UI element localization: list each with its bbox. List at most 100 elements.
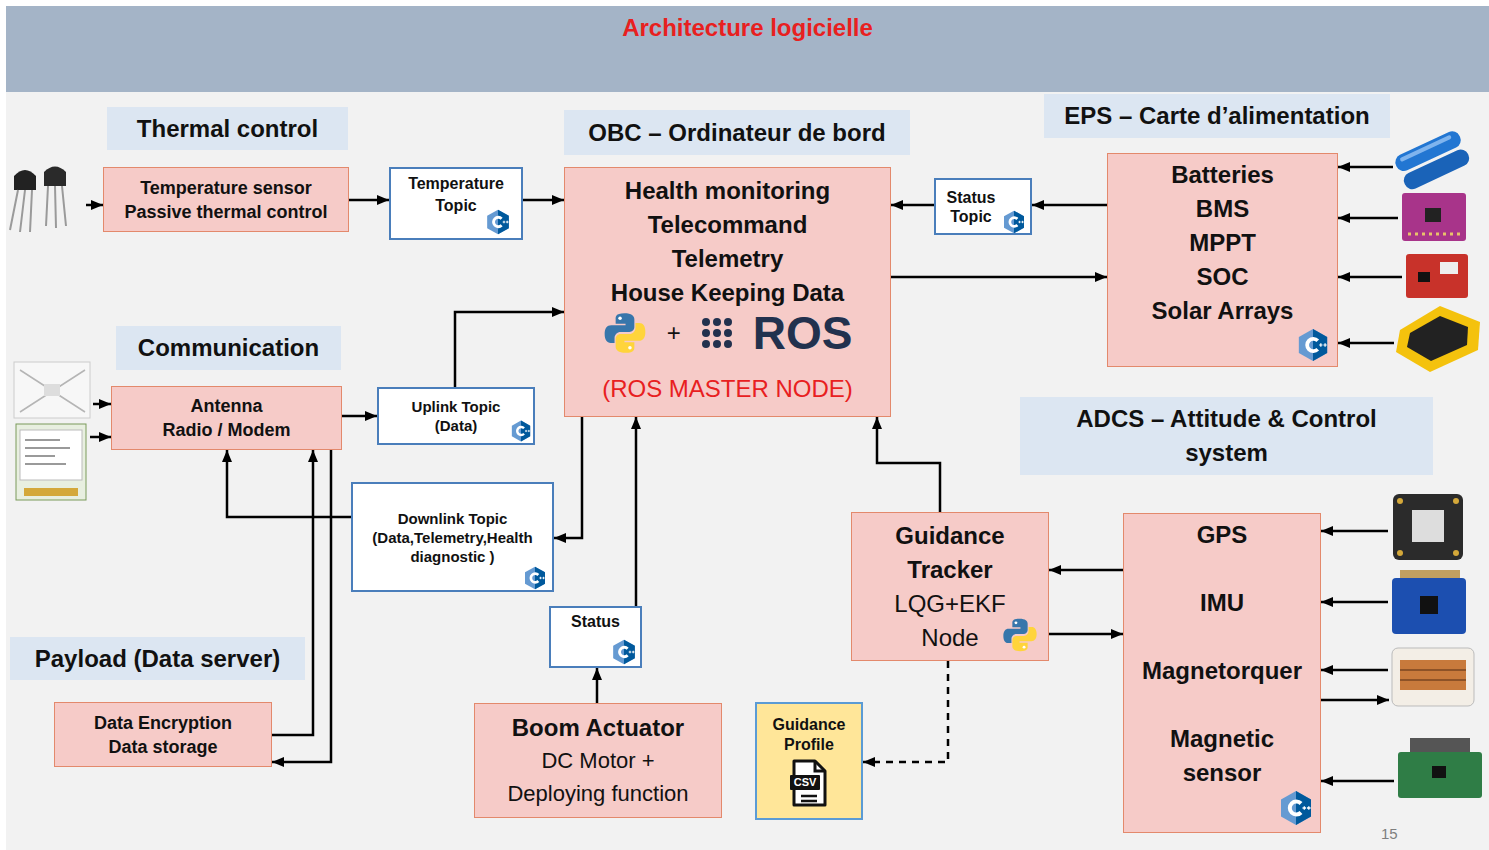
input-arrow	[1338, 342, 1394, 345]
bms-chip	[1425, 208, 1441, 222]
bms-board-photo	[1402, 193, 1466, 241]
node-content: Guidance ProfileCSV	[763, 715, 855, 807]
python-eye	[1023, 646, 1026, 649]
node-text: Status Topic	[942, 188, 1000, 226]
text-row: Data storage	[108, 735, 217, 759]
node-text: Data storage	[108, 735, 217, 759]
antenna-wires	[20, 370, 85, 412]
logo-shade	[1014, 211, 1024, 234]
logo-shade	[1296, 791, 1311, 825]
node-text: Health monitoring	[625, 174, 830, 208]
node-content: Communication	[138, 333, 319, 363]
text-row: IMU	[1200, 586, 1244, 620]
text-row: LQG+EKF Node	[890, 587, 1010, 655]
logo-c	[517, 427, 524, 435]
radio-label	[20, 430, 82, 480]
section-header: Thermal control	[107, 107, 348, 150]
text-row: +ROS	[603, 310, 853, 356]
topic-box: Status Topic	[934, 178, 1032, 235]
python-logo	[1002, 617, 1038, 653]
ros-dot	[713, 329, 721, 337]
node-text: ROS	[753, 310, 853, 356]
cpp-logo	[485, 209, 511, 235]
cpp-logo	[1278, 790, 1314, 826]
node-text: Data Encryption	[94, 711, 232, 735]
logo-hexagon	[525, 567, 545, 590]
node-text: Telecommand	[648, 208, 808, 242]
magnetorquer-tray	[1392, 648, 1474, 706]
node-content: Payload (Data server)	[35, 644, 280, 674]
logo-shade	[1313, 329, 1327, 361]
input-arrow	[1321, 601, 1388, 604]
gps-pad	[1397, 550, 1403, 556]
bms-board	[1402, 193, 1466, 241]
logo-plus	[1303, 806, 1311, 810]
section-header: Payload (Data server)	[10, 637, 305, 680]
slide-ground	[6, 92, 1489, 850]
connector	[596, 668, 599, 703]
magnetorquer-photo	[1392, 648, 1474, 706]
text-row: Data Encryption	[94, 711, 232, 735]
node-content: BatteriesBMSMPPTSOCSolar Arrays	[1152, 158, 1294, 328]
cpp-logo	[485, 209, 511, 235]
logo-shade	[624, 640, 635, 665]
logo-hexagon	[1004, 211, 1024, 234]
text-row: Magnetic sensor	[1147, 722, 1297, 790]
transistor-photo	[10, 167, 66, 233]
node-text: BMS	[1196, 192, 1249, 226]
node-text: Radio / Modem	[162, 418, 290, 442]
node-content: Downlink Topic (Data,Telemetry,Health di…	[363, 509, 543, 566]
python-logo	[603, 311, 647, 355]
page-number: 15	[1381, 825, 1398, 843]
cpp-logo	[523, 566, 547, 590]
text-row: Radio / Modem	[162, 418, 290, 442]
csv-band	[790, 775, 820, 790]
mppt-connector	[1440, 262, 1458, 274]
connector	[272, 450, 331, 762]
text-row: Guidance Profile	[763, 715, 855, 755]
node-text: Guidance Tracker	[885, 519, 1015, 587]
battery-photo	[1393, 129, 1472, 192]
text-row: Batteries	[1171, 158, 1274, 192]
node-content: Temperature Topic	[397, 173, 515, 217]
connector	[272, 450, 313, 735]
radio-contacts	[24, 488, 78, 496]
logo-plus	[629, 651, 635, 654]
node-text: House Keeping Data	[611, 276, 844, 310]
connector	[455, 312, 564, 387]
node-text: Boom Actuator	[512, 711, 684, 744]
ros-dot	[713, 318, 721, 326]
node-text: OBC – Ordinateur de bord	[588, 118, 885, 148]
imu-photo	[1392, 570, 1466, 634]
connector	[635, 417, 638, 606]
logo-c	[1010, 218, 1017, 227]
mppt-board	[1406, 254, 1468, 298]
radio-board	[16, 424, 86, 500]
imu-board	[1392, 578, 1466, 634]
python-eye	[1015, 621, 1018, 624]
ros-dot	[702, 318, 710, 326]
logo-c	[1290, 802, 1301, 815]
input-arrow	[90, 436, 111, 439]
text-row: Uplink Topic (Data)	[401, 397, 511, 435]
topic-box: Status	[549, 606, 642, 668]
transistor-body	[44, 167, 66, 187]
text-row: MPPT	[1189, 226, 1256, 260]
process-box: AntennaRadio / Modem	[111, 386, 342, 450]
mppt-chip	[1418, 272, 1430, 282]
topic-box: Temperature Topic	[389, 167, 523, 240]
process-box: Data EncryptionData storage	[54, 702, 272, 767]
magnetic-sensor-photo	[1398, 738, 1482, 798]
file-box: Guidance ProfileCSV	[755, 702, 863, 820]
document-lines	[801, 796, 817, 801]
node-content: Uplink Topic (Data)	[401, 397, 511, 435]
logo-plus	[1319, 343, 1327, 346]
ros-dot	[724, 318, 732, 326]
solar-cells	[1407, 316, 1468, 361]
mppt-board-photo	[1406, 254, 1468, 298]
connector	[1049, 633, 1123, 636]
node-text: Guidance Profile	[763, 715, 855, 755]
input-arrow	[1338, 217, 1398, 220]
node-text: Thermal control	[137, 114, 318, 144]
node-text: Batteries	[1171, 158, 1274, 192]
